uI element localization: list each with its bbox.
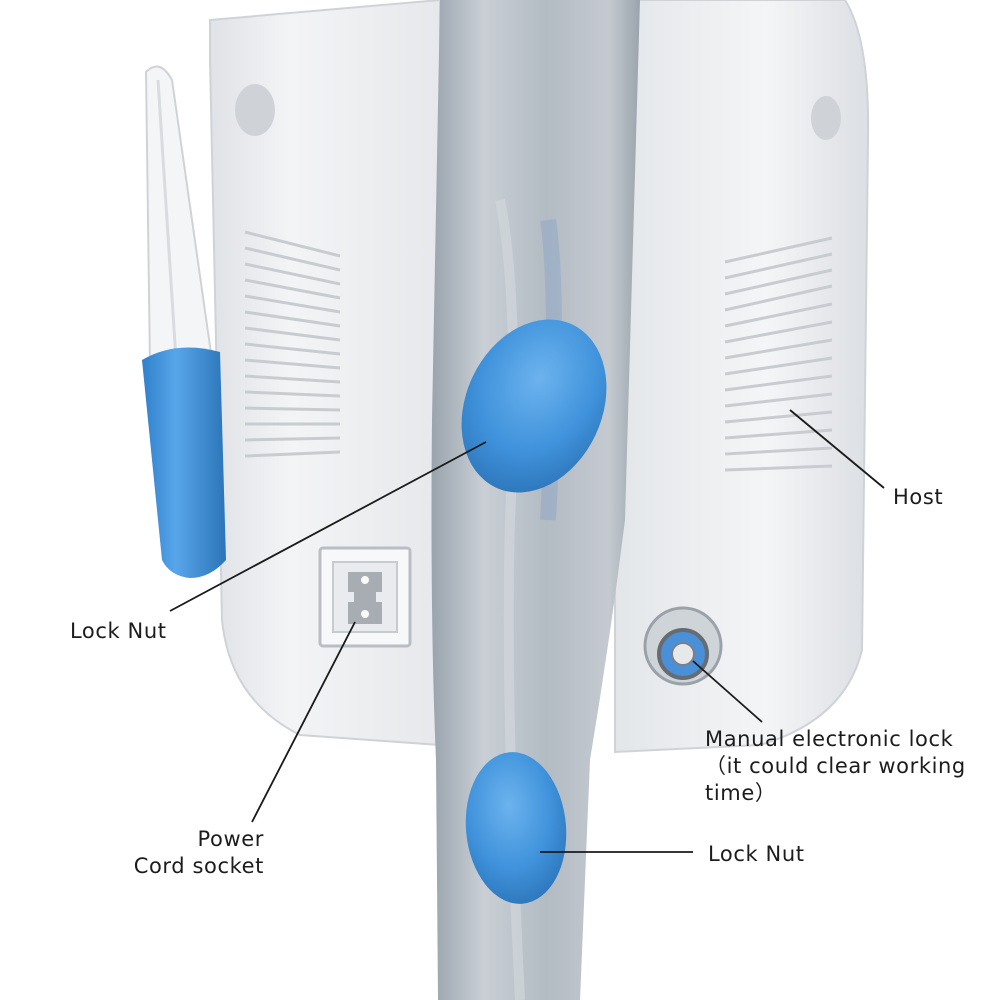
manual-lock-line-3: time）: [705, 781, 777, 805]
stylus-pen: [142, 65, 226, 578]
callout-leader-lines: [169, 409, 885, 853]
power-socket-leader-line: [251, 621, 356, 823]
host-label-text: Host: [893, 485, 944, 509]
right-housing: [614, 0, 870, 754]
lower-lock-nut: [465, 752, 567, 904]
right-vent-grille: [724, 236, 833, 472]
host-label: Host: [893, 484, 943, 511]
manual-lock-line-2: （it could clear working: [705, 754, 966, 778]
lock-nut-left-text: Lock Nut: [70, 619, 167, 643]
electronic-key-lock: [643, 606, 723, 686]
key-lock-leader-line: [692, 660, 763, 723]
power-label-line-1: Power: [197, 827, 264, 851]
lock-nut-right-text: Lock Nut: [708, 842, 805, 866]
upper-lock-nut: [461, 319, 607, 493]
manual-electronic-lock-label: Manual electronic lock （it could clear w…: [705, 726, 966, 807]
lock-nut-left-leader-line: [169, 441, 487, 612]
host-leader-line: [789, 409, 885, 489]
left-vent-grille: [244, 230, 341, 458]
power-cord-socket-label: Power Cord socket: [116, 826, 264, 880]
power-cord-socket: [318, 546, 412, 648]
power-label-line-2: Cord socket: [133, 854, 264, 878]
lock-nut-label-right: Lock Nut: [708, 841, 805, 868]
lock-nut-label-left: Lock Nut: [70, 618, 167, 645]
manual-lock-line-1: Manual electronic lock: [705, 727, 954, 751]
